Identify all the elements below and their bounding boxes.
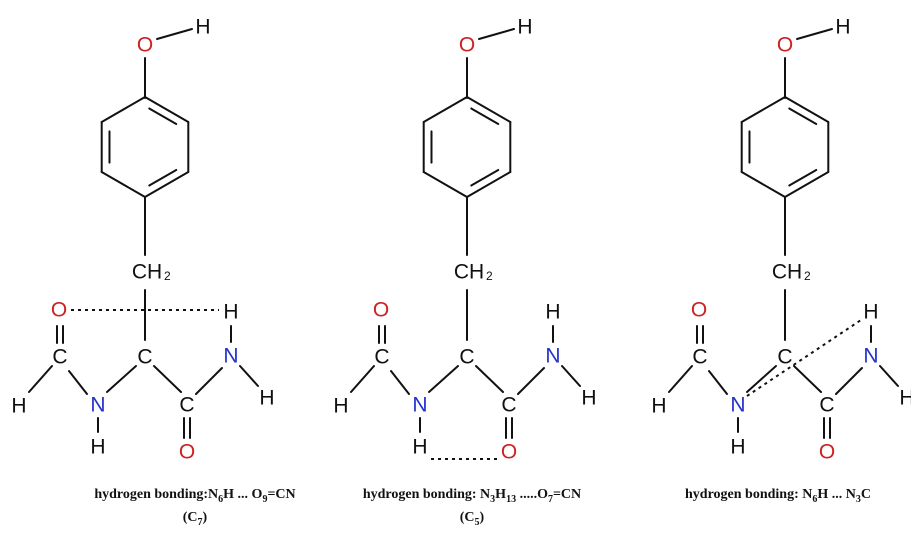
p3-formyl-carbon: C <box>692 346 707 369</box>
p2-carbonyl-carbon: C <box>501 394 516 417</box>
p3-ring-bond-3 <box>784 171 830 198</box>
p3-ring-bond-1 <box>784 96 830 123</box>
p1-ring-bond-1 <box>144 96 190 123</box>
p3-bond-cformyl-h <box>668 365 693 393</box>
p1-formyl-oxygen: O <box>51 299 67 322</box>
p3-carbonyl-carbon: C <box>819 394 834 417</box>
p1-bond-ccarbonyl-n <box>195 367 223 395</box>
p3-amide-nitrogen-left: N <box>730 394 745 417</box>
p3-amide-nitrogen-right: N <box>863 345 878 368</box>
p2-amide-hydrogen-right: H <box>581 387 596 410</box>
p3-bond-n-h-right <box>879 365 899 387</box>
p2-amide-hydrogen-left: H <box>412 436 427 459</box>
p2-bond-o-h <box>478 28 515 40</box>
p2-formyl-oxygen: O <box>373 299 389 322</box>
p2-bond-calpha-ccarbonyl <box>475 365 504 393</box>
caption-c7-line2: (C7) <box>182 509 208 528</box>
p3-ring-double-bond-2 <box>788 168 818 187</box>
p2-formyl-hydrogen: H <box>333 395 348 418</box>
p2-bond-n-cformyl <box>390 370 410 395</box>
p3-amide-hydrogen-top: H <box>863 301 878 324</box>
p3-amide-hydrogen-right: H <box>899 387 911 410</box>
p3-amide-hydrogen-left: H <box>730 436 745 459</box>
caption-c7-line1: hydrogen bonding:N6H ... O9=CN <box>94 487 296 505</box>
p1-amide-hydrogen-top: H <box>223 301 238 324</box>
p3-bond-o-h <box>796 28 833 40</box>
p1-bond-cformyl-h <box>28 365 53 393</box>
p2-ring-bond-3 <box>466 171 512 198</box>
p3-hydroxyl-hydrogen: H <box>835 16 850 39</box>
p1-amide-nitrogen-left: N <box>90 394 105 417</box>
p1-ch2-group-subscript: 2 <box>164 269 171 283</box>
p2-amide-nitrogen-left: N <box>412 394 427 417</box>
p1-ring-bond-6 <box>100 96 146 123</box>
caption-c5-line2: (C5) <box>459 509 485 528</box>
p2-ring-double-bond-2 <box>470 168 500 187</box>
p3-hydroxyl-oxygen: O <box>777 34 793 57</box>
p3-hydrogen-bond-dashed <box>746 319 862 397</box>
p2-hydroxyl-hydrogen: H <box>517 16 532 39</box>
p3-ch2-group-subscript: 2 <box>804 269 811 283</box>
p3-formyl-hydrogen: H <box>651 395 666 418</box>
p1-hydroxyl-oxygen: O <box>137 34 153 57</box>
p1-bond-calpha-n-left <box>106 365 137 393</box>
p3-ring-bond-4 <box>740 171 786 198</box>
p2-hydroxyl-oxygen: O <box>459 34 475 57</box>
p2-ch2-group-subscript: 2 <box>486 269 493 283</box>
p2-bond-n-h-right <box>561 365 581 387</box>
p2-ring-bond-1 <box>466 96 512 123</box>
p1-bond-n-h-right <box>239 365 259 387</box>
p3-alpha-carbon: C <box>777 346 792 369</box>
caption-c7: hydrogen bonding:N6H ... O9=CN (C7) <box>70 486 320 532</box>
p2-formyl-carbon: C <box>374 346 389 369</box>
p1-carbonyl-oxygen: O <box>179 441 195 464</box>
p1-amide-nitrogen-right: N <box>223 345 238 368</box>
p1-ring-double-bond-2 <box>148 168 178 187</box>
p1-formyl-hydrogen: H <box>11 395 26 418</box>
p1-formyl-carbon: C <box>52 346 67 369</box>
p2-ring-bond-4 <box>422 171 468 198</box>
caption-c5-line1: hydrogen bonding: N3H13 .....O7=CN <box>362 487 582 505</box>
p1-bond-o-h <box>156 28 193 40</box>
p1-alpha-carbon: C <box>137 346 152 369</box>
p2-alpha-carbon: C <box>459 346 474 369</box>
caption-nh: hydrogen bonding: N6H ... N3C <box>658 486 898 509</box>
p3-ring-bond-6 <box>740 96 786 123</box>
p1-ring-bond-4 <box>100 171 146 198</box>
p1-hydroxyl-hydrogen: H <box>195 16 210 39</box>
p3-formyl-oxygen: O <box>691 299 707 322</box>
p2-bond-cformyl-h <box>350 365 375 393</box>
p2-ring-double-bond-1 <box>470 107 500 126</box>
p1-carbonyl-carbon: C <box>179 394 194 417</box>
p1-amide-hydrogen-right: H <box>259 387 274 410</box>
p3-ring-double-bond-1 <box>788 107 818 126</box>
p3-bond-calpha-n-left <box>746 365 777 393</box>
p3-ch2-group: CH <box>772 261 802 284</box>
p2-bond-ccarbonyl-n <box>517 367 545 395</box>
p2-carbonyl-oxygen: O <box>501 441 517 464</box>
p1-bond-calpha-ccarbonyl <box>153 365 182 393</box>
p1-ch2-group: CH <box>132 261 162 284</box>
caption-c5: hydrogen bonding: N3H13 .....O7=CN (C5) <box>337 486 607 532</box>
p1-ring-bond-3 <box>144 171 190 198</box>
p1-bond-n-cformyl <box>68 370 88 395</box>
p2-bond-calpha-n-left <box>428 365 459 393</box>
p3-bond-ccarbonyl-n <box>835 367 863 395</box>
p2-amide-hydrogen-top: H <box>545 301 560 324</box>
p3-carbonyl-oxygen: O <box>819 441 835 464</box>
caption-nh-line1: hydrogen bonding: N6H ... N3C <box>685 487 871 505</box>
p2-ch2-group: CH <box>454 261 484 284</box>
p2-ring-bond-6 <box>422 96 468 123</box>
p3-bond-calpha-ccarbonyl <box>793 365 822 393</box>
p3-bond-n-cformyl <box>708 370 728 395</box>
p1-amide-hydrogen-left: H <box>90 436 105 459</box>
p1-ring-double-bond-1 <box>148 107 178 126</box>
p2-amide-nitrogen-right: N <box>545 345 560 368</box>
